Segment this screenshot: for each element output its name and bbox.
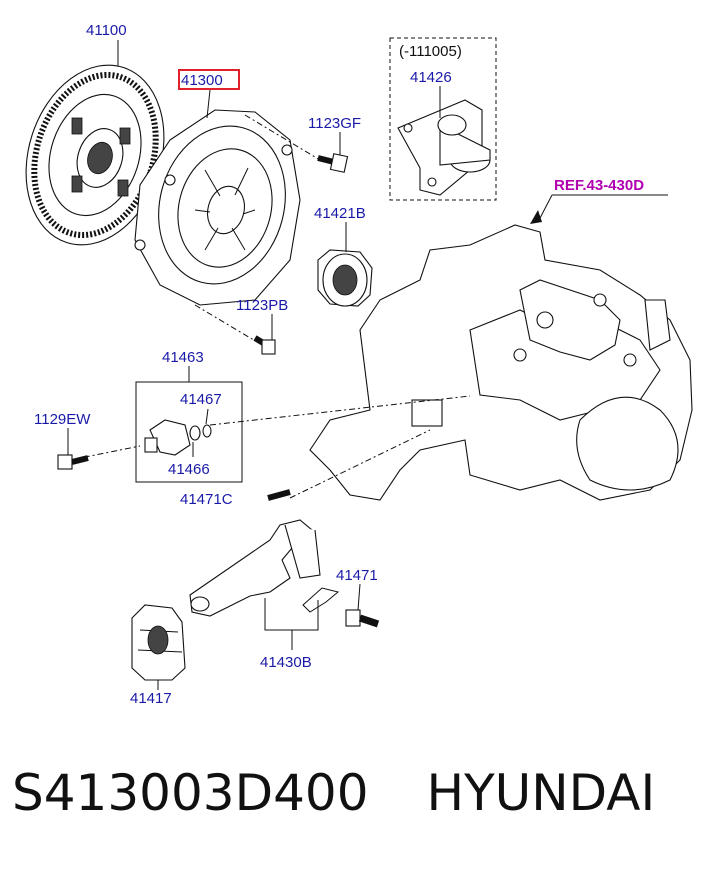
highlight-box-41300 xyxy=(178,69,240,90)
clutch-disc-41100[interactable] xyxy=(4,47,186,263)
callout-41421b[interactable]: 41421B xyxy=(314,205,366,222)
bolt-1123pb[interactable] xyxy=(253,335,276,355)
stud-41471c[interactable] xyxy=(267,489,291,501)
callout-41426[interactable]: 41426 xyxy=(410,69,452,86)
release-fork-41430b[interactable] xyxy=(189,519,321,617)
callout-41463[interactable]: 41463 xyxy=(162,349,204,366)
bolt-1123gf[interactable] xyxy=(317,153,349,173)
variant-box-41426 xyxy=(389,37,497,201)
callout-1123pb[interactable]: 1123PB xyxy=(236,297,288,314)
release-bearing-41421b[interactable] xyxy=(317,249,373,307)
brand-name: HYUNDAI xyxy=(426,764,656,822)
callout-41466[interactable]: 41466 xyxy=(168,461,210,478)
exploded-view: 41100 41300 1123GF (-111005) 41426 REF.4… xyxy=(4,22,693,707)
callout-41467[interactable]: 41467 xyxy=(180,391,222,408)
leader-41467 xyxy=(205,408,209,425)
callout-41300[interactable]: 41300 xyxy=(181,72,223,89)
callout-1123gf[interactable]: 1123GF xyxy=(308,115,361,132)
transaxle-housing xyxy=(309,224,693,501)
callout-variant-date: (-111005) xyxy=(399,43,462,60)
clip-assembly-41463[interactable] xyxy=(144,419,212,456)
callout-41471c[interactable]: 41471C xyxy=(180,491,233,508)
callout-41100[interactable]: 41100 xyxy=(86,22,127,39)
pressure-plate-41300[interactable] xyxy=(134,109,303,306)
callout-1129ew[interactable]: 1129EW xyxy=(34,411,91,428)
pivot-bolt-41471[interactable] xyxy=(345,609,380,628)
bolt-1129ew[interactable] xyxy=(57,454,89,470)
footer-caption: S413003D400 HYUNDAI xyxy=(12,764,702,844)
spring-clip[interactable] xyxy=(302,587,340,613)
callout-ref-43-430d[interactable]: REF.43-430D xyxy=(554,177,644,194)
callout-41430b[interactable]: 41430B xyxy=(260,654,312,671)
callout-41471[interactable]: 41471 xyxy=(336,567,378,584)
leader-41471 xyxy=(357,583,361,611)
part-number: S413003D400 xyxy=(12,764,369,822)
callout-41417[interactable]: 41417 xyxy=(130,690,172,707)
dust-boot-41417[interactable] xyxy=(131,604,186,681)
guide-41426[interactable] xyxy=(397,99,491,196)
leader-41300 xyxy=(206,89,211,119)
group-box-41463 xyxy=(135,381,243,483)
